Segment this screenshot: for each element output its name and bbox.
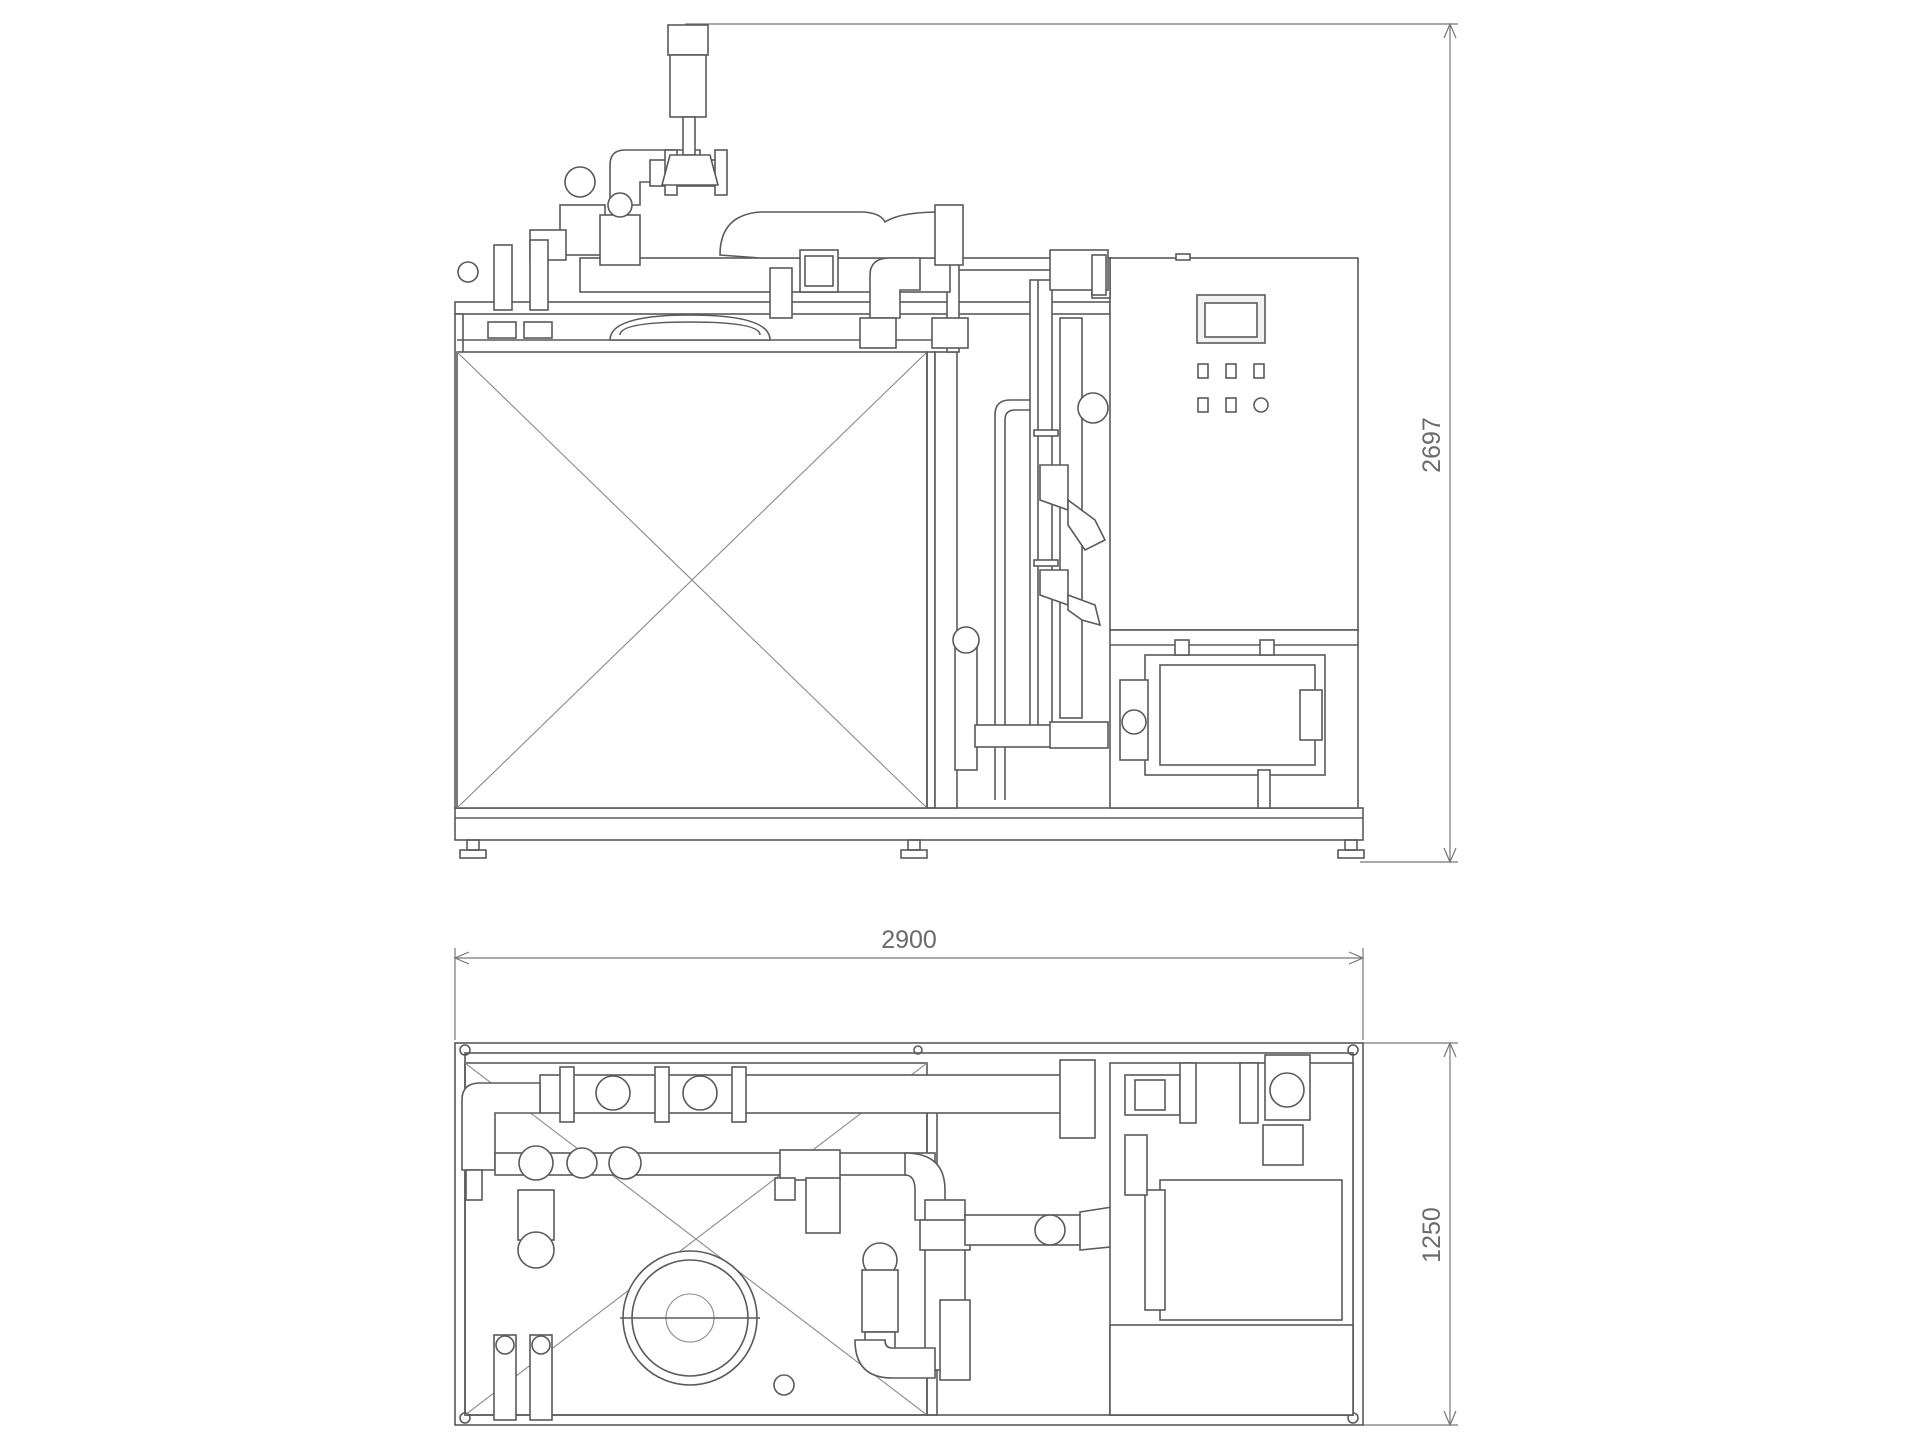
plan-manhole bbox=[620, 1250, 795, 1396]
width-dimension-label: 2900 bbox=[881, 926, 937, 954]
left-valves bbox=[457, 239, 553, 339]
strainers bbox=[1039, 392, 1109, 627]
front-elevation: 2697 bbox=[454, 22, 1458, 864]
manhole bbox=[609, 314, 771, 341]
plan-view: 2900 1250 bbox=[453, 926, 1458, 1427]
plan-header-pipe bbox=[461, 1059, 1096, 1201]
control-panel bbox=[1091, 253, 1359, 631]
depth-dimension: 1250 bbox=[1363, 1041, 1458, 1427]
pump-unit bbox=[1109, 629, 1359, 809]
plan-lower-pipe bbox=[494, 1145, 946, 1234]
plan-pump bbox=[1109, 1054, 1354, 1416]
upper-piping bbox=[529, 149, 969, 349]
depth-dimension-label: 1250 bbox=[1418, 1207, 1446, 1263]
tank bbox=[456, 339, 940, 809]
header-connection bbox=[1049, 249, 1109, 296]
base-frame bbox=[454, 807, 1365, 859]
vertical-pipes bbox=[934, 214, 1109, 809]
actuated-valve bbox=[660, 24, 720, 186]
plan-manual-valves bbox=[493, 1334, 553, 1421]
width-dimension: 2900 bbox=[453, 926, 1365, 1040]
height-dimension: 2697 bbox=[685, 22, 1458, 864]
height-dimension-label: 2697 bbox=[1418, 417, 1446, 473]
